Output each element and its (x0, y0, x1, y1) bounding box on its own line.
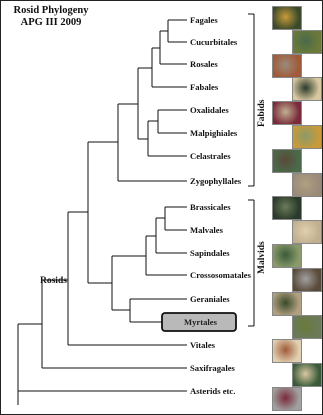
plant-photo (272, 101, 302, 126)
plant-photo (272, 6, 302, 30)
order-label-malpighiales: Malpighiales (190, 128, 238, 138)
plant-photo (272, 196, 302, 221)
plant-photo (292, 315, 322, 340)
order-label-myrtales: Myrtales (184, 317, 217, 327)
plant-photo (292, 172, 322, 197)
order-label-cucurbitales: Cucurbitales (190, 37, 238, 47)
order-label-vitales: Vitales (190, 340, 215, 350)
plant-photo (292, 363, 322, 387)
order-label-celastrales: Celastrales (190, 151, 231, 161)
plant-photo (272, 386, 302, 411)
order-label-malvales: Malvales (190, 225, 223, 235)
plant-photo (272, 53, 302, 78)
clade-label-rosids: Rosids (40, 276, 67, 286)
plant-photo (292, 77, 322, 102)
order-label-asterids-etc: Asterids etc. (190, 386, 236, 396)
order-label-geraniales: Geraniales (190, 294, 230, 304)
order-label-sapindales: Sapindales (190, 248, 230, 258)
myrtales-highlight-box (161, 312, 237, 332)
plant-photo (272, 244, 302, 268)
order-label-rosales: Rosales (190, 59, 218, 69)
plant-photo (272, 148, 302, 173)
order-label-brassicales: Brassicales (190, 202, 231, 212)
plant-photo (292, 267, 322, 292)
plant-photo (292, 29, 322, 54)
order-label-zygophyllales: Zygophyllales (190, 176, 242, 186)
order-label-saxifragales: Saxifragales (190, 363, 235, 373)
plant-photo (292, 125, 322, 149)
title-line-2: APG III 2009 (20, 17, 82, 28)
plant-photo (272, 291, 302, 316)
clade-label-malvids: Malvids (257, 241, 267, 274)
figure-title: Rosid Phylogeny APG III 2009 (6, 5, 96, 29)
order-label-fabales: Fabales (190, 82, 219, 92)
plant-photo (272, 339, 302, 364)
order-label-crossosomatales: Crossosomatales (190, 270, 251, 280)
order-label-fagales: Fagales (190, 15, 218, 25)
order-label-oxalidales: Oxalidales (190, 105, 229, 115)
clade-label-fabids: Fabids (257, 99, 267, 127)
plant-photo (292, 220, 322, 245)
title-line-1: Rosid Phylogeny (13, 5, 89, 16)
